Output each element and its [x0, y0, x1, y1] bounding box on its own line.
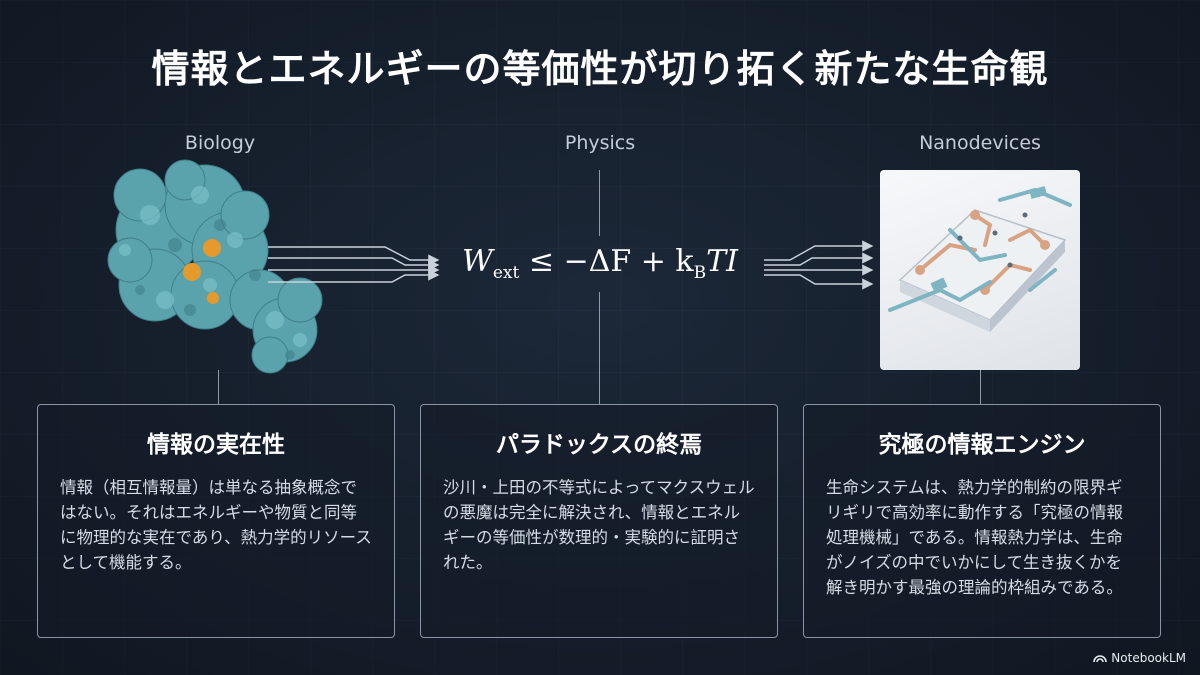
nanodevice-illustration [880, 170, 1080, 370]
nanodevices-connector [980, 370, 981, 404]
notebooklm-brand: NotebookLM [1093, 651, 1186, 665]
formula-to-nanodevice-arrows [764, 240, 874, 290]
card-information-reality: 情報の実在性 情報（相互情報量）は単なる抽象概念ではない。それはエネルギーや物質… [37, 404, 395, 638]
card-title: 究極の情報エンジン [878, 432, 1086, 458]
card-ultimate-information-engine: 究極の情報エンジン 生命システムは、熱力学的制約の限界ギリギリで高効率に動作する… [803, 404, 1161, 638]
nanodevice-circuit-illustration [888, 186, 1072, 332]
physics-connector-top [599, 170, 600, 236]
card-paradox-resolution: パラドックスの終焉 沙川・上田の不等式によってマクスウェルの悪魔は完全に解決され… [420, 404, 778, 638]
column-label-biology: Biology [184, 132, 256, 154]
page-title: 情報とエネルギーの等価性が切り拓く新たな生命観 [151, 47, 1049, 91]
formula-tail: TI [706, 244, 738, 279]
formula-k-subscript: B [693, 263, 707, 283]
card-body: 情報（相互情報量）は単なる抽象概念ではない。それはエネルギーや物質と同等に物理的… [60, 478, 372, 572]
biology-to-formula-arrows [268, 246, 440, 283]
biology-connector [218, 370, 219, 404]
brand-label: NotebookLM [1111, 651, 1186, 665]
column-label-physics: Physics [564, 132, 636, 154]
thermodynamic-inequality-formula: Wext ≤ −ΔF + kBTI [450, 244, 750, 283]
column-label-nanodevices: Nanodevices [919, 132, 1041, 154]
physics-connector-bottom [599, 292, 600, 404]
card-body: 生命システムは、熱力学的制約の限界ギリギリで高効率に動作する「究極の情報処理機械… [826, 478, 1123, 597]
protein-structure-illustration [107, 159, 323, 374]
formula-relation: ≤ −ΔF + k [519, 244, 694, 279]
formula-w: W [462, 244, 493, 279]
notebooklm-logo-icon [1093, 655, 1108, 663]
card-body: 沙川・上田の不等式によってマクスウェルの悪魔は完全に解決され、情報とエネルギーの… [443, 478, 755, 572]
card-title: 情報の実在性 [147, 432, 285, 458]
card-title: パラドックスの終焉 [495, 432, 703, 458]
formula-w-subscript: ext [492, 263, 520, 283]
